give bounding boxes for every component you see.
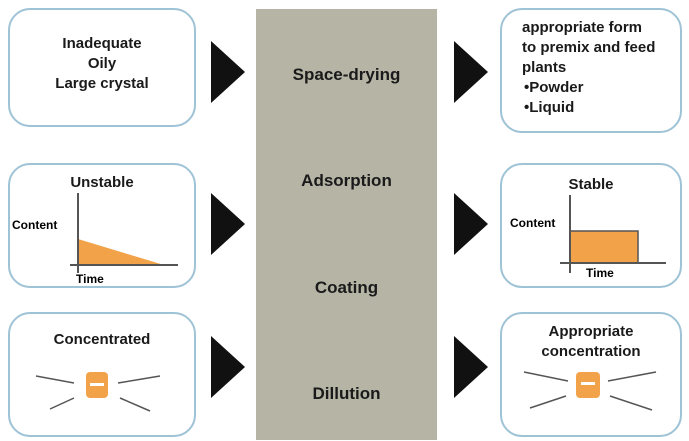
output-form-box: appropriate form to premix and feed plan…: [500, 8, 682, 133]
problem-line: Large crystal: [55, 75, 149, 92]
form-item-powder: •Powder: [524, 79, 584, 96]
arrow-line: [523, 371, 569, 382]
concentrated-box: Concentrated: [8, 312, 196, 437]
x-axis-label: Time: [586, 266, 614, 280]
title-line: Appropriate: [548, 323, 634, 340]
decreasing-content-area: [78, 239, 164, 265]
block-stripe: [90, 383, 104, 386]
form-line: plants: [522, 59, 567, 76]
arrow-line: [609, 395, 653, 411]
step-space-drying: Space-drying: [292, 65, 401, 84]
arrow-line: [49, 397, 75, 410]
unstable-box: Unstable Content Time: [8, 163, 196, 288]
appropriate-concentration-box: Appropriate concentration: [500, 312, 682, 437]
problem-line: Inadequate: [62, 35, 142, 52]
step-coating: Coating: [314, 278, 379, 297]
concentrated-title: Concentrated: [53, 331, 151, 348]
y-axis-label: Content: [12, 218, 57, 232]
stable-title: Stable: [568, 176, 614, 193]
appropriate-title: Appropriate concentration: [502, 322, 680, 362]
arrow-line: [529, 395, 567, 409]
y-axis-label: Content: [510, 216, 555, 230]
arrow-line: [117, 375, 161, 384]
title-line: concentration: [541, 343, 641, 360]
stable-chart: Content Time: [510, 195, 666, 280]
arrow-right-icon: [454, 41, 488, 103]
arrow-right-icon: [454, 336, 488, 398]
input-problems-box: Inadequate Oily Large crystal: [8, 8, 196, 127]
stable-box: Stable Content Time: [500, 163, 682, 288]
form-line: appropriate form: [522, 19, 643, 36]
arrow-line: [35, 375, 75, 384]
arrow-right-icon: [211, 336, 245, 398]
diluted-graphic: [523, 371, 657, 411]
arrow-right-icon: [211, 193, 245, 255]
form-item-liquid: •Liquid: [524, 99, 575, 116]
unstable-chart: Content Time: [12, 193, 178, 286]
block-stripe: [581, 382, 595, 385]
arrow-line: [119, 397, 151, 412]
arrow-line: [607, 371, 657, 382]
step-adsorption: Adsorption: [301, 171, 392, 190]
arrow-right-icon: [211, 41, 245, 103]
input-problems-text: Inadequate Oily Large crystal: [10, 34, 194, 94]
unstable-title: Unstable: [70, 174, 134, 191]
step-dilution: Dillution: [312, 384, 381, 403]
arrow-right-icon: [454, 193, 488, 255]
form-line: to premix and feed: [522, 39, 656, 56]
concentrated-graphic: [35, 372, 161, 412]
x-axis-label: Time: [76, 272, 104, 286]
constant-content-area: [569, 230, 639, 264]
output-form-text: appropriate form to premix and feed plan…: [522, 18, 680, 118]
problem-line: Oily: [87, 55, 117, 72]
process-column: Space-drying Adsorption Coating Dillutio…: [256, 9, 437, 440]
